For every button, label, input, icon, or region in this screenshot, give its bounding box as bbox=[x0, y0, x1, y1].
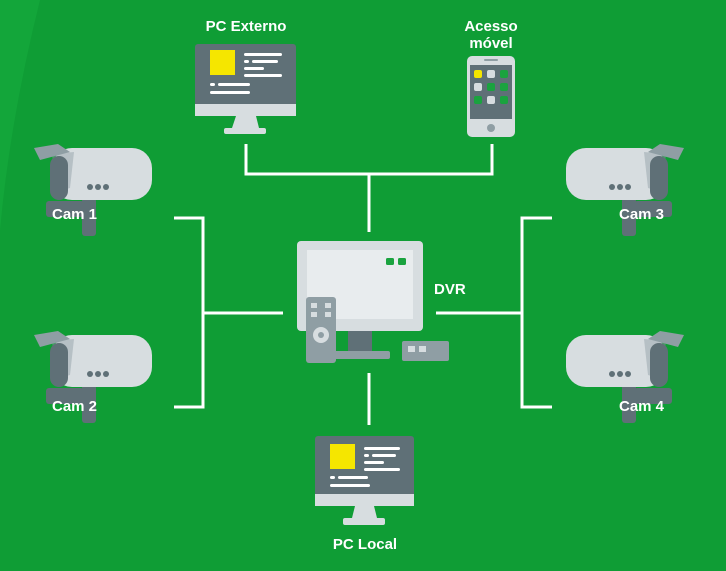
pc-externo-label: PC Externo bbox=[205, 18, 287, 35]
external-pc-monitor-icon bbox=[195, 44, 296, 134]
pc-local-label: PC Local bbox=[332, 536, 398, 553]
top-link-line bbox=[244, 144, 494, 176]
acesso-movel-label: Acesso móvel bbox=[451, 18, 531, 52]
cam4-label: Cam 4 bbox=[619, 398, 665, 415]
mobile-phone-icon bbox=[467, 56, 515, 137]
dvr-label: DVR bbox=[434, 281, 466, 298]
connection-lines bbox=[174, 144, 552, 425]
acesso-movel-label-line1: Acesso bbox=[464, 18, 518, 35]
left-bracket-line bbox=[174, 216, 205, 409]
remote-control-icon bbox=[306, 297, 336, 363]
local-pc-monitor-icon bbox=[315, 436, 414, 525]
cam2-label: Cam 2 bbox=[52, 398, 98, 415]
background-sheen bbox=[0, 0, 40, 230]
dvr-box-icon bbox=[402, 341, 449, 361]
cam3-label: Cam 3 bbox=[619, 206, 665, 223]
cam1-label: Cam 1 bbox=[52, 206, 98, 223]
acesso-movel-label-line2: móvel bbox=[469, 35, 513, 52]
right-bracket-line bbox=[520, 216, 552, 409]
